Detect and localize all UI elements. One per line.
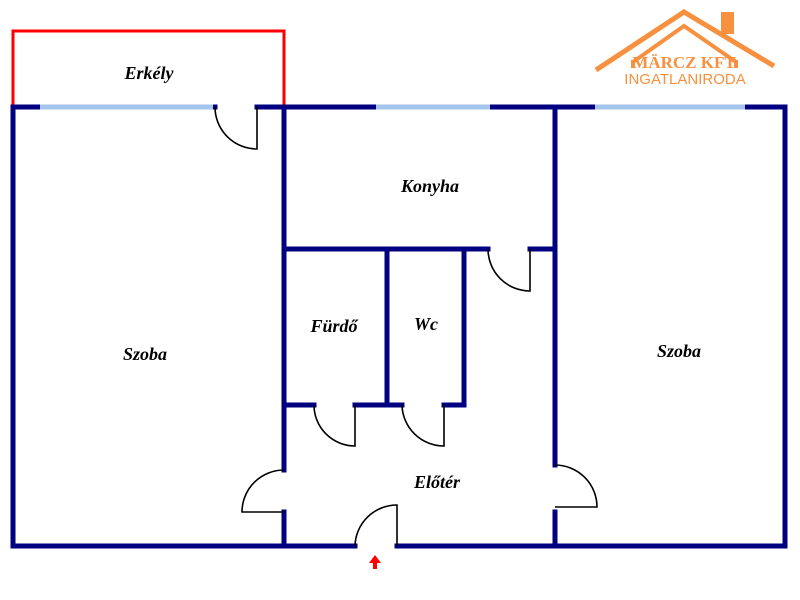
doors xyxy=(214,106,598,547)
logo-subtitle: INGATLANIRODA xyxy=(624,71,745,88)
label-hall: Előtér xyxy=(413,472,461,492)
company-logo: MÄRCZ KFT INGATLANIRODA xyxy=(594,9,776,88)
balcony-outline xyxy=(11,29,286,107)
label-bathroom: Fürdő xyxy=(309,316,358,336)
label-toilet: Wc xyxy=(414,314,438,334)
toilet-door xyxy=(401,404,445,447)
kitchen-door xyxy=(487,248,531,292)
entrance-door xyxy=(354,504,398,547)
entrance-arrow-icon xyxy=(369,555,381,569)
walls xyxy=(10,104,788,549)
label-room-left: Szoba xyxy=(123,344,167,364)
label-balcony: Erkély xyxy=(124,63,175,83)
bathroom-door xyxy=(313,404,356,447)
label-kitchen: Konyha xyxy=(400,176,459,196)
label-room-right: Szoba xyxy=(657,341,701,361)
balcony-door xyxy=(214,106,258,150)
right-room-door xyxy=(554,464,598,508)
logo-company-name: MÄRCZ KFT xyxy=(632,53,736,72)
left-room-door xyxy=(241,469,285,513)
